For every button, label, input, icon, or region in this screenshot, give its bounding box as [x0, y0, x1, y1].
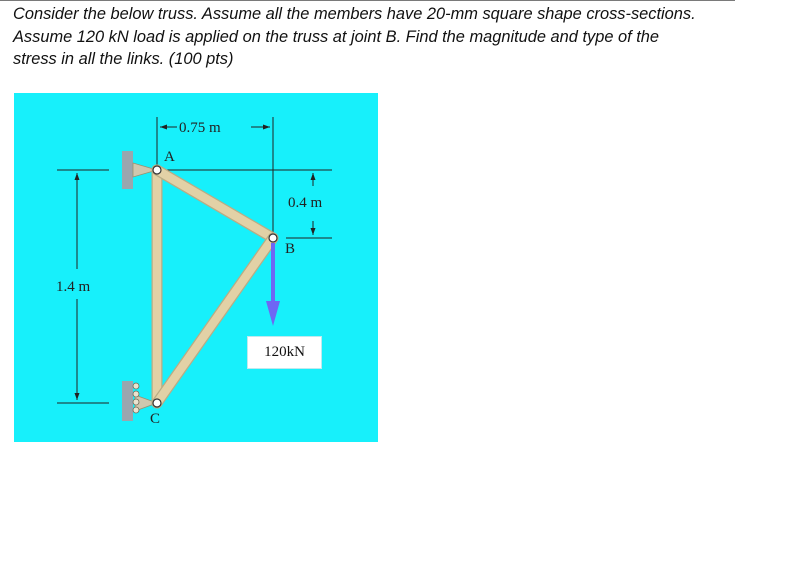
truss-figure: 1.4 m 0.75 m 0.4 m — [14, 93, 378, 442]
joint-label-a: A — [164, 149, 175, 165]
joint-a — [152, 165, 162, 175]
truss-diagram: 1.4 m 0.75 m 0.4 m — [56, 117, 332, 427]
dimension-1-4m — [57, 169, 109, 404]
problem-line-1: Consider the below truss. Assume all the… — [13, 5, 696, 23]
problem-line-2: Assume 120 kN load is applied on the tru… — [13, 27, 659, 46]
joint-label-c: C — [150, 411, 160, 427]
load-arrow — [266, 243, 280, 326]
problem-line-3: stress in all the links. (100 pts) — [13, 50, 234, 68]
pin-support-a — [122, 151, 159, 189]
joint-label-b: B — [285, 241, 295, 257]
dimension-0-75m — [156, 117, 274, 238]
joint-b — [268, 233, 278, 243]
top-rule — [0, 0, 735, 1]
load-label: 120kN — [247, 336, 322, 369]
roller-support-c — [122, 381, 159, 421]
dimension-label-0-4m: 0.4 m — [288, 195, 323, 211]
problem-statement: Consider the below truss. Assume all the… — [13, 3, 778, 71]
joint-c — [152, 398, 162, 408]
dimension-0-4m — [157, 169, 332, 239]
truss-members — [151, 164, 279, 409]
dimension-label-0-75m: 0.75 m — [179, 120, 221, 136]
dimension-label-1-4m: 1.4 m — [56, 279, 91, 295]
